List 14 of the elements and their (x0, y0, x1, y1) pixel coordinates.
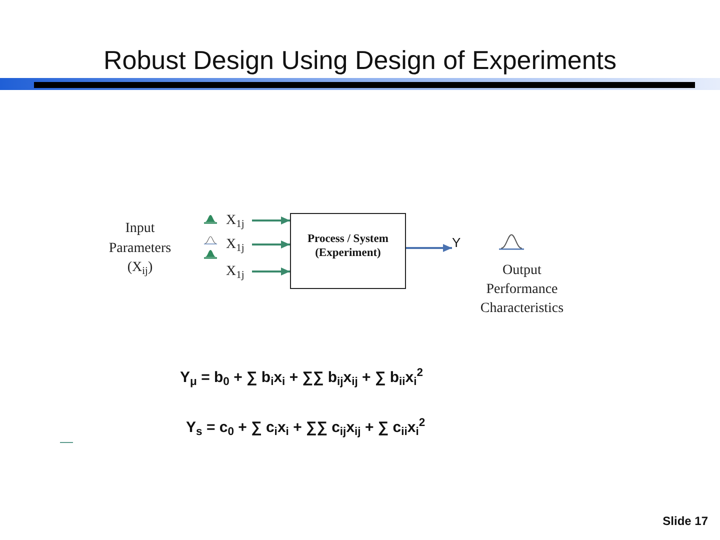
slide-title: Robust Design Using Design of Experiments (102, 45, 618, 75)
process-box (290, 213, 406, 289)
arrow (406, 244, 452, 252)
arrow (252, 268, 290, 276)
output-variable-label: Y (452, 234, 466, 252)
output-label: Output Performance Characteristics (479, 262, 565, 318)
input-variable-label: X$_{1j}$ (226, 262, 252, 281)
input-variable-label: X$_{1j}$ (226, 211, 252, 230)
input-variable-label: X$_{1j}$ (226, 235, 252, 254)
process-label: Process / System (Experiment) (306, 232, 390, 260)
input-label: Input Parameters (X$_{ij}$) (108, 220, 172, 278)
arrow (252, 240, 290, 248)
slide-number: Slide 17 (662, 513, 708, 529)
arrow (252, 216, 290, 224)
